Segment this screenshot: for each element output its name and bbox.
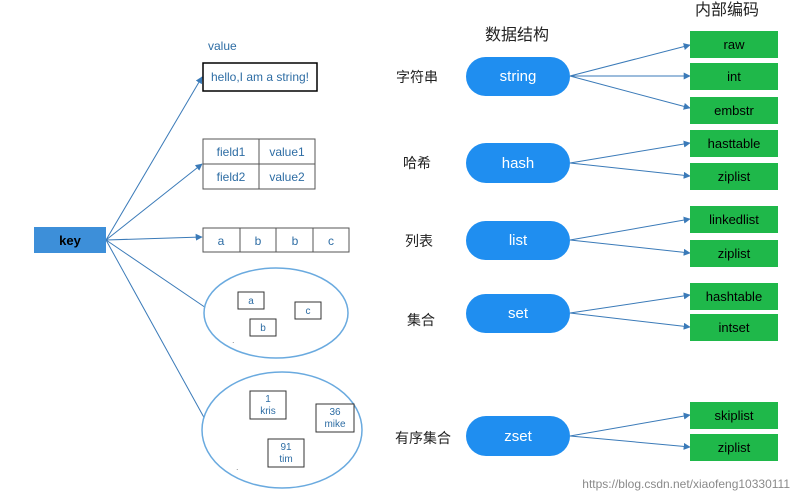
watermark: https://blog.csdn.net/xiaofeng10330111 xyxy=(582,477,790,491)
zset-value: 1 kris 36 mike 91 tim . xyxy=(201,371,363,489)
hash-value-2: value2 xyxy=(269,170,305,184)
hash-value-1: value1 xyxy=(269,145,305,159)
zset-ellipse xyxy=(201,371,363,489)
structure-cn-label: 集合 xyxy=(407,312,435,329)
zset-name: mike xyxy=(324,419,346,430)
encoding-box-hashtable: hashtable xyxy=(690,283,778,310)
arrow-string-embstr xyxy=(569,75,691,110)
arrow-set-intset xyxy=(569,312,691,330)
list-item: c xyxy=(328,234,334,248)
arrow-key-list xyxy=(105,233,203,241)
structure-name: zset xyxy=(504,428,532,445)
encoding-box-linkedlist: linkedlist xyxy=(690,206,778,233)
set-member: c xyxy=(306,306,311,317)
structure-cn-label: 字符串 xyxy=(396,70,438,86)
hash-field-2: field2 xyxy=(217,170,246,184)
zset-name: tim xyxy=(279,454,292,465)
structure-pill-zset: zset xyxy=(466,416,570,456)
encoding-name: ziplist xyxy=(718,440,751,455)
encoding-box-intset: intset xyxy=(690,314,778,341)
hash-value-table: field1 value1 field2 value2 xyxy=(202,138,316,190)
string-value: value hello,I am a string! xyxy=(202,39,318,92)
encoding-box-embstr: embstr xyxy=(690,97,778,124)
encoding-name: ziplist xyxy=(718,169,751,184)
encoding-box-skiplist: skiplist xyxy=(690,402,778,429)
arrow-key-hash xyxy=(105,163,203,241)
zset-score: 91 xyxy=(280,442,292,453)
arrow-key-string xyxy=(105,76,203,241)
structure-pill-list: list xyxy=(466,221,570,260)
zset-member-box xyxy=(267,438,305,468)
zset-score: 36 xyxy=(329,407,341,418)
structure-cn-label: 哈希 xyxy=(403,156,431,172)
encoding-box-raw: raw xyxy=(690,31,778,58)
key-label: key xyxy=(59,233,81,248)
set-member-box xyxy=(237,291,265,310)
arrow-zset-ziplist xyxy=(569,435,691,450)
set-member-box xyxy=(294,301,322,320)
list-value: a b b c xyxy=(202,227,350,253)
structure-name: hash xyxy=(502,155,535,172)
zset-member-box xyxy=(315,403,355,433)
structure-cn-label: 列表 xyxy=(405,234,433,250)
list-item: b xyxy=(292,234,299,248)
encoding-name: ziplist xyxy=(718,246,751,261)
value-caption: value xyxy=(208,39,237,53)
set-ellipse xyxy=(203,267,349,359)
encoding-arrows xyxy=(569,43,691,450)
string-value-text: hello,I am a string! xyxy=(211,70,309,84)
encoding-name: skiplist xyxy=(714,408,753,423)
arrow-hash-hasttable xyxy=(569,140,691,164)
set-member: a xyxy=(248,296,254,307)
structure-pill-string: string xyxy=(466,57,570,96)
zset-name: kris xyxy=(260,406,276,417)
encoding-name: linkedlist xyxy=(709,212,759,227)
arrow-key-zset xyxy=(105,239,213,433)
structure-pill-set: set xyxy=(466,294,570,333)
encoding-box-int: int xyxy=(690,63,778,90)
arrow-string-raw xyxy=(569,43,691,77)
arrow-hash-ziplist xyxy=(569,162,691,179)
list-item: b xyxy=(255,234,262,248)
structure-name: list xyxy=(509,232,528,249)
encoding-name: raw xyxy=(724,37,746,52)
encoding-box-ziplist-list: ziplist xyxy=(690,240,778,267)
arrow-list-linkedlist xyxy=(569,216,691,241)
encoding-box-ziplist-zset: ziplist xyxy=(690,434,778,461)
key-arrows xyxy=(105,76,213,433)
svg-text:.: . xyxy=(232,335,235,345)
set-member: b xyxy=(260,323,266,334)
encoding-box-hasttable: hasttable xyxy=(690,130,778,157)
set-member-box xyxy=(249,318,277,337)
zset-score: 1 xyxy=(265,394,271,405)
encoding-name: hasttable xyxy=(708,136,761,151)
svg-text:.: . xyxy=(236,462,239,472)
structure-name: string xyxy=(500,68,537,85)
zset-member-box xyxy=(249,390,287,420)
hash-field-1: field1 xyxy=(217,145,246,159)
list-item: a xyxy=(218,234,225,248)
structure-name: set xyxy=(508,305,529,322)
structure-cn-label: 有序集合 xyxy=(395,430,451,447)
set-value: a c b . xyxy=(203,267,349,359)
encoding-name: embstr xyxy=(714,103,754,118)
string-value-box xyxy=(202,62,318,92)
encoding-name: int xyxy=(727,69,741,84)
encoding-name: intset xyxy=(718,320,749,335)
arrow-key-set xyxy=(105,239,213,313)
key-node: key xyxy=(34,227,106,253)
structure-pill-hash: hash xyxy=(466,143,570,183)
arrow-set-hashtable xyxy=(569,292,691,314)
arrow-list-ziplist xyxy=(569,239,691,256)
arrow-zset-skiplist xyxy=(569,412,691,437)
key-box xyxy=(34,227,106,253)
encoding-name: hashtable xyxy=(706,289,762,304)
encoding-box-ziplist-hash: ziplist xyxy=(690,163,778,190)
encodings-header: 内部编码 xyxy=(695,0,759,19)
structures-header: 数据结构 xyxy=(485,25,549,44)
